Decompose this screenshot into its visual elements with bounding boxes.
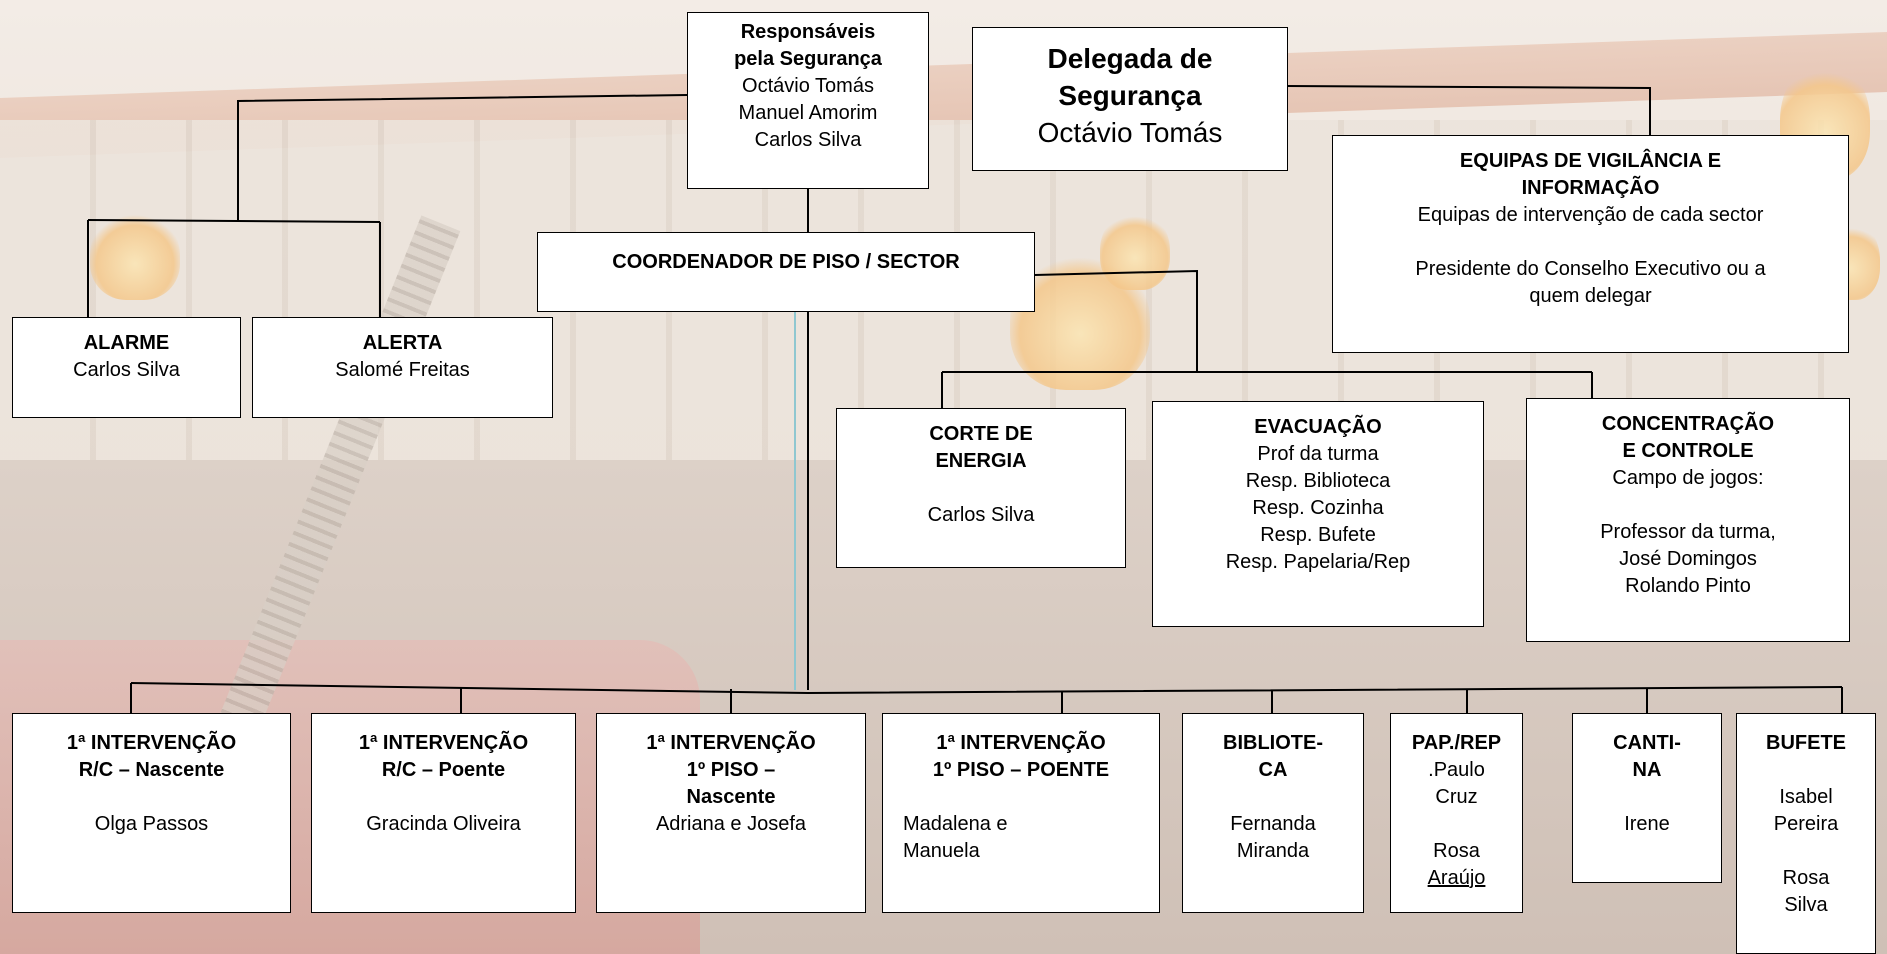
concentracao-box: CONCENTRAÇÃO E CONTROLE Campo de jogos: … (1526, 398, 1850, 642)
delegada-title-2: Segurança (1058, 80, 1202, 111)
papelaria-title: PAP./REP (1411, 732, 1502, 754)
biblioteca-name-2: Miranda (1236, 840, 1310, 862)
int-1p-poente-title-1: 1ª INTERVENÇÃO (936, 732, 1106, 754)
equipas-title-1: EQUIPAS DE VIGILÂNCIA E (1459, 150, 1722, 172)
concentracao-title-1: CONCENTRAÇÃO (1601, 413, 1775, 435)
alarme-name: Carlos Silva (73, 359, 180, 381)
delegada-box: Delegada de Segurança Octávio Tomás (972, 27, 1288, 171)
int-1p-nascente-name: Adriana e Josefa (655, 813, 807, 835)
int-1p-nascente-title-3: Nascente (686, 786, 776, 808)
concentracao-title-2: E CONTROLE (1622, 440, 1754, 462)
alarme-title: ALARME (83, 332, 170, 354)
coordenador-title: COORDENADOR DE PISO / SECTOR (612, 251, 960, 273)
int-rc-nascente-title-2: R/C – Nascente (78, 759, 225, 781)
responsaveis-box: Responsáveis pela Segurança Octávio Tomá… (687, 12, 929, 189)
concentracao-name-3: Rolando Pinto (1625, 575, 1751, 597)
responsaveis-title-2: pela Segurança (734, 48, 882, 70)
evacuacao-name-3: Resp. Cozinha (1252, 497, 1384, 519)
equipas-line-2: Presidente do Conselho Executivo ou a (1415, 258, 1766, 280)
biblioteca-title-1: BIBLIOTE- (1223, 732, 1323, 754)
corte-title-1: CORTE DE (929, 423, 1033, 445)
int-1p-nascente-title-2: 1º PISO – (686, 759, 776, 781)
concentracao-name-1: Professor da turma, (1600, 521, 1776, 543)
responsaveis-name-1: Octávio Tomás (742, 75, 874, 97)
evacuacao-name-2: Resp. Biblioteca (1245, 470, 1391, 492)
evacuacao-name-4: Resp. Bufete (1260, 524, 1376, 546)
int-rc-nascente-name: Olga Passos (94, 813, 209, 835)
int-rc-poente-title-1: 1ª INTERVENÇÃO (358, 732, 529, 754)
intervencao-1piso-poente-box: 1ª INTERVENÇÃO 1º PISO – POENTE Madalena… (882, 713, 1160, 913)
equipas-title-2: INFORMAÇÃO (1521, 177, 1660, 199)
equipas-line-3: quem delegar (1529, 285, 1652, 307)
int-1p-poente-name-1: Madalena e (903, 813, 1008, 835)
delegada-name: Octávio Tomás (1037, 117, 1223, 148)
corte-title-2: ENERGIA (935, 450, 1027, 472)
equipas-line-1: Equipas de intervenção de cada sector (1417, 204, 1764, 226)
int-rc-nascente-title-1: 1ª INTERVENÇÃO (66, 732, 237, 754)
evacuacao-name-5: Resp. Papelaria/Rep (1225, 551, 1411, 573)
intervencao-rc-poente-box: 1ª INTERVENÇÃO R/C – Poente Gracinda Oli… (311, 713, 576, 913)
papelaria-name-2: Cruz (1435, 786, 1478, 808)
biblioteca-box: BIBLIOTE- CA Fernanda Miranda (1182, 713, 1364, 913)
responsaveis-title-1: Responsáveis (740, 21, 876, 43)
papelaria-name-3: Rosa (1433, 840, 1480, 862)
concentracao-name-2: José Domingos (1619, 548, 1757, 570)
bufete-name-2: Pereira (1773, 813, 1839, 835)
intervencao-rc-nascente-box: 1ª INTERVENÇÃO R/C – Nascente Olga Passo… (12, 713, 291, 913)
int-1p-poente-name-2: Manuela (903, 840, 980, 862)
papelaria-name-1: .Paulo (1428, 759, 1485, 781)
corte-energia-box: CORTE DE ENERGIA Carlos Silva (836, 408, 1126, 568)
alerta-name: Salomé Freitas (335, 359, 470, 381)
bufete-box: BUFETE Isabel Pereira Rosa Silva (1736, 713, 1876, 954)
alarme-box: ALARME Carlos Silva (12, 317, 241, 418)
evacuacao-box: EVACUAÇÃO Prof da turma Resp. Biblioteca… (1152, 401, 1484, 627)
bufete-name-3: Rosa (1782, 867, 1830, 889)
int-rc-poente-title-2: R/C – Poente (381, 759, 506, 781)
corte-name: Carlos Silva (927, 504, 1035, 526)
papelaria-name-4: Araújo (1427, 867, 1486, 889)
biblioteca-name-1: Fernanda (1230, 813, 1316, 835)
evacuacao-name-1: Prof da turma (1257, 443, 1379, 465)
int-1p-poente-title-2: 1º PISO – POENTE (932, 759, 1110, 781)
delegada-title-1: Delegada de (1047, 43, 1213, 74)
bufete-name-4: Silva (1784, 894, 1828, 916)
biblioteca-title-2: CA (1258, 759, 1288, 781)
bufete-title: BUFETE (1766, 732, 1846, 754)
coordenador-box: COORDENADOR DE PISO / SECTOR (537, 232, 1035, 312)
concentracao-line-1: Campo de jogos: (1612, 467, 1764, 489)
int-1p-nascente-title-1: 1ª INTERVENÇÃO (646, 732, 816, 754)
responsaveis-name-3: Carlos Silva (754, 129, 862, 151)
cantina-name: Irene (1624, 813, 1670, 835)
bufete-name-1: Isabel (1779, 786, 1833, 808)
evacuacao-title: EVACUAÇÃO (1254, 416, 1382, 438)
responsaveis-name-2: Manuel Amorim (738, 102, 878, 124)
intervencao-1piso-nascente-box: 1ª INTERVENÇÃO 1º PISO – Nascente Adrian… (596, 713, 866, 913)
int-rc-poente-name: Gracinda Oliveira (366, 813, 521, 835)
cantina-title-2: NA (1632, 759, 1662, 781)
cantina-box: CANTI- NA Irene (1572, 713, 1722, 883)
equipas-box: EQUIPAS DE VIGILÂNCIA E INFORMAÇÃO Equip… (1332, 135, 1849, 353)
alerta-title: ALERTA (362, 332, 443, 354)
alerta-box: ALERTA Salomé Freitas (252, 317, 553, 418)
papelaria-box: PAP./REP .Paulo Cruz Rosa Araújo (1390, 713, 1523, 913)
cantina-title-1: CANTI- (1613, 732, 1681, 754)
